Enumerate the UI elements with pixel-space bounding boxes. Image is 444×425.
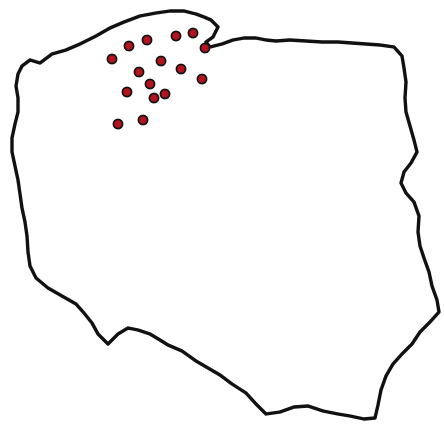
location-dot-icon	[175, 63, 187, 75]
location-dot-icon	[148, 92, 160, 104]
location-markers	[106, 27, 211, 130]
location-dot-icon	[199, 42, 211, 54]
location-dot-icon	[123, 40, 135, 52]
location-dot-icon	[106, 53, 118, 65]
location-dot-icon	[121, 86, 133, 98]
location-dot-icon	[112, 118, 124, 130]
location-dot-icon	[144, 78, 156, 90]
location-dot-icon	[155, 55, 167, 67]
location-dot-icon	[159, 88, 171, 100]
location-dot-icon	[187, 27, 199, 39]
location-dot-icon	[196, 73, 208, 85]
location-dot-icon	[133, 66, 145, 78]
location-dot-icon	[170, 30, 182, 42]
location-dot-icon	[141, 34, 153, 46]
location-dot-icon	[137, 114, 149, 126]
country-outline	[10, 9, 441, 421]
